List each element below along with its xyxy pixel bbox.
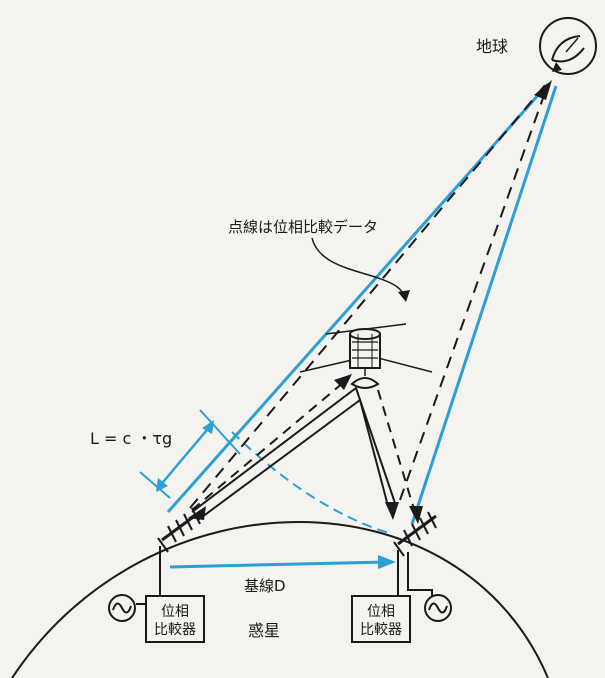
phase-comparator-right [351, 595, 411, 643]
comparator-left-label-line2: 比較器 [154, 622, 196, 638]
dashed-arrowhead-right [409, 506, 423, 524]
wavefront-arc [231, 431, 393, 535]
baseline-arrow [169, 560, 386, 569]
baseline-arrowhead [378, 555, 396, 569]
note-leader-arrowhead [398, 290, 410, 302]
path-length-arrowhead-bottom [156, 478, 168, 492]
path-length-label: L = c ・τg [90, 429, 172, 448]
note-leader-line [311, 237, 405, 297]
dashed-arrowhead-satellite [334, 374, 352, 390]
dotted-note-label: 点線は位相比較データ [228, 218, 378, 236]
wire-right-oscillator [407, 552, 433, 596]
planet-surface [11, 521, 549, 678]
yagi-antenna-icon [393, 511, 437, 596]
signal-line-right-to-earth [410, 85, 558, 525]
baseline-label: 基線D [244, 577, 286, 595]
path-length-extension-bottom [139, 471, 171, 499]
sine-oscillator-icon [424, 594, 452, 622]
yagi-antenna-icon [157, 507, 201, 596]
phase-comparator-left [145, 595, 205, 643]
comparator-left-label-line1: 位相 [161, 604, 189, 620]
sine-oscillator-icon [108, 594, 136, 622]
signal-path-inner [197, 398, 389, 521]
path-length-arrow [157, 423, 213, 489]
signal-line-left-to-earth [166, 83, 550, 513]
dashed-line-left-to-earth [189, 83, 547, 509]
dashed-line-satellite-to-right [377, 389, 417, 517]
path-length-arrowhead-top [202, 420, 214, 434]
dashed-line-right-to-earth [399, 83, 549, 501]
dish-antenna-icon [539, 17, 597, 75]
signal-path-arrowhead-right [385, 502, 399, 520]
path-length-extension-top [199, 409, 241, 455]
comparator-right-label-line1: 位相 [367, 604, 395, 620]
signal-path-outer [191, 386, 397, 513]
planet-label: 惑星 [248, 621, 280, 640]
earth-label: 地球 [476, 37, 508, 56]
comparator-right-label-line2: 比較器 [360, 622, 402, 638]
satellite-icon [299, 323, 433, 389]
